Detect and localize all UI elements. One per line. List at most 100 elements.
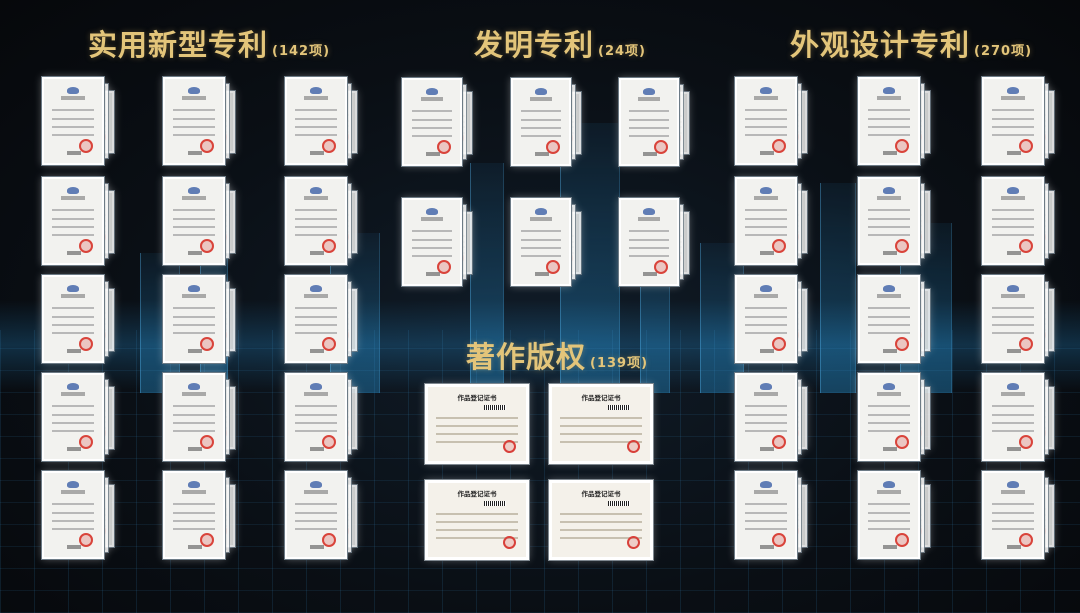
invention-patent-title: 发明专利 [474,28,595,62]
patent-certificate [619,78,679,166]
red-seal-icon [1018,238,1033,253]
red-seal-icon [321,336,336,351]
patent-certificate [735,471,797,559]
patent-certificate [285,177,347,265]
emblem-icon [1007,86,1019,94]
copyright-certificate-label: 作品登记证书 [581,394,621,402]
patent-certificate [735,77,797,165]
utility-patent-count: (142项) [272,44,331,59]
emblem-icon [67,186,79,194]
red-seal-icon [1018,532,1033,547]
emblem-icon [1007,284,1019,292]
red-seal-icon [199,238,214,253]
red-seal-icon [654,259,669,274]
red-seal-icon [771,138,786,153]
red-seal-icon [894,532,909,547]
red-seal-icon [199,532,214,547]
red-seal-icon [503,536,516,549]
emblem-icon [883,86,895,94]
patent-certificate [858,275,920,363]
emblem-icon [883,284,895,292]
patent-certificate [285,77,347,165]
red-seal-icon [894,138,909,153]
copyright-certificate-label: 作品登记证书 [457,490,497,498]
emblem-icon [883,480,895,488]
red-seal-icon [1018,434,1033,449]
emblem-icon [67,480,79,488]
emblem-icon [67,86,79,94]
red-seal-icon [627,440,640,453]
emblem-icon [760,382,772,390]
emblem-icon [760,86,772,94]
patent-certificate [858,177,920,265]
emblem-icon [310,284,322,292]
copyright-count: (139项) [590,356,649,371]
patent-certificate [982,471,1044,559]
emblem-icon [188,382,200,390]
patent-certificate [402,78,462,166]
copyright-certificate: 作品登记证书 [549,480,653,560]
emblem-icon [535,87,547,95]
red-seal-icon [199,138,214,153]
copyright-certificate: 作品登记证书 [425,480,529,560]
patent-certificate [285,275,347,363]
copyright-certificate-label: 作品登记证书 [581,490,621,498]
patent-certificate [858,77,920,165]
patent-certificate [982,373,1044,461]
patent-certificate [163,373,225,461]
design-patent-heading: 外观设计专利(270项) [790,22,1032,64]
red-seal-icon [1018,138,1033,153]
emblem-icon [643,87,655,95]
red-seal-icon [321,434,336,449]
patent-certificate [858,373,920,461]
red-seal-icon [78,336,93,351]
patent-certificate [982,177,1044,265]
red-seal-icon [894,238,909,253]
emblem-icon [1007,480,1019,488]
emblem-icon [310,86,322,94]
red-seal-icon [78,434,93,449]
red-seal-icon [321,138,336,153]
utility-patent-heading: 实用新型专利(142项) [88,22,330,64]
red-seal-icon [321,238,336,253]
red-seal-icon [78,238,93,253]
patent-certificate [511,198,571,286]
patent-certificate [858,471,920,559]
copyright-certificate: 作品登记证书 [425,384,529,464]
emblem-icon [760,284,772,292]
invention-patent-count: (24项) [598,44,646,59]
emblem-icon [188,480,200,488]
emblem-icon [188,86,200,94]
emblem-icon [426,87,438,95]
emblem-icon [883,186,895,194]
patent-certificate [619,198,679,286]
patent-certificate [402,198,462,286]
emblem-icon [188,284,200,292]
red-seal-icon [771,238,786,253]
red-seal-icon [627,536,640,549]
emblem-icon [67,382,79,390]
red-seal-icon [546,259,561,274]
red-seal-icon [437,139,452,154]
emblem-icon [643,207,655,215]
patent-certificate [285,471,347,559]
red-seal-icon [546,139,561,154]
emblem-icon [883,382,895,390]
emblem-icon [310,382,322,390]
emblem-icon [310,186,322,194]
utility-patent-title: 实用新型专利 [88,28,269,62]
emblem-icon [310,480,322,488]
emblem-icon [188,186,200,194]
patent-certificate [42,177,104,265]
red-seal-icon [894,336,909,351]
invention-patent-heading: 发明专利(24项) [474,22,646,64]
red-seal-icon [503,440,516,453]
patent-certificate [42,373,104,461]
red-seal-icon [199,336,214,351]
patent-certificate [163,77,225,165]
patent-certificate [735,275,797,363]
patent-certificate [982,275,1044,363]
emblem-icon [1007,382,1019,390]
emblem-icon [760,186,772,194]
patent-certificate [285,373,347,461]
